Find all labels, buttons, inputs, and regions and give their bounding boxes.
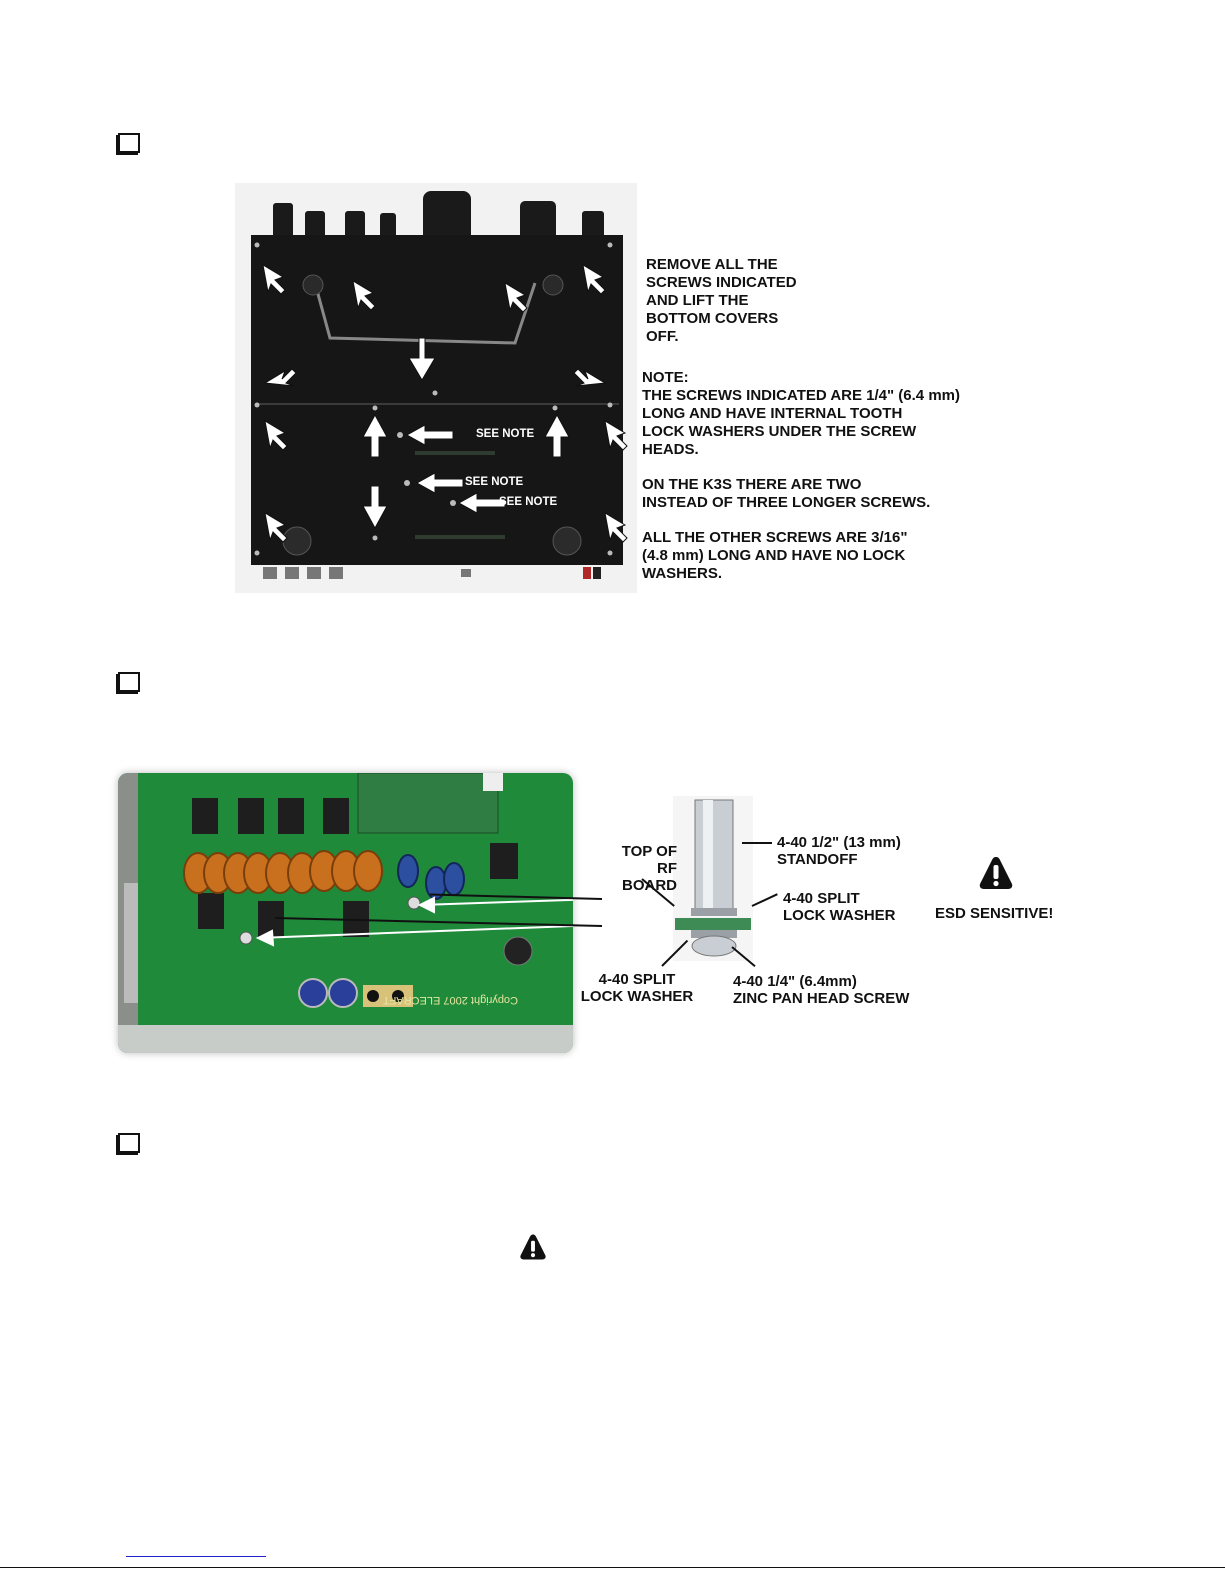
- split-lock-washer-top-label: 4-40 SPLIT LOCK WASHER: [783, 890, 896, 924]
- bottom-cover-illustration: [251, 191, 628, 579]
- step-1-checkbox[interactable]: [118, 133, 140, 153]
- note-title: NOTE:: [642, 369, 689, 386]
- see-note-label: SEE NOTE: [465, 476, 524, 488]
- other-screws-note: ALL THE OTHER SCREWS ARE 3/16" (4.8 mm) …: [642, 529, 908, 582]
- remove-screws-note: REMOVE ALL THE SCREWS INDICATED AND LIFT…: [646, 256, 797, 345]
- standoff-leader: [742, 842, 772, 844]
- standoff-illustration: [673, 796, 753, 961]
- warning-icon: [519, 1232, 547, 1262]
- footer-rule: [0, 1567, 1225, 1568]
- screw-length-note: THE SCREWS INDICATED ARE 1/4" (6.4 mm) L…: [642, 387, 960, 458]
- footer-link-underline[interactable]: [126, 1556, 266, 1557]
- standoff-drawing: [675, 799, 751, 957]
- washer-top-leader: [751, 893, 778, 907]
- see-note-label: SEE NOTE: [476, 428, 535, 440]
- top-of-rf-board-label: TOP OF RF BOARD: [621, 843, 677, 894]
- pan-head-screw-label: 4-40 1/4" (6.4mm) ZINC PAN HEAD SCREW: [733, 973, 910, 1007]
- see-note-label: SEE NOTE: [499, 496, 558, 508]
- esd-warning-icon: [978, 855, 1014, 891]
- esd-warning-label: ESD SENSITIVE!: [935, 905, 1054, 922]
- bottom-cover-photo: SEE NOTE SEE NOTE SEE NOTE: [235, 183, 637, 593]
- rf-board-illustration: Copyright 2007 ELECRAFT: [118, 773, 573, 1053]
- split-lock-washer-bottom-label: 4-40 SPLIT LOCK WASHER: [580, 971, 694, 1005]
- step-3-checkbox[interactable]: [118, 1133, 140, 1153]
- pcb-silkscreen: Copyright 2007 ELECRAFT: [383, 994, 518, 1006]
- rf-board-photo: Copyright 2007 ELECRAFT: [118, 773, 573, 1053]
- step-2-checkbox[interactable]: [118, 672, 140, 692]
- standoff-label: 4-40 1/2" (13 mm) STANDOFF: [777, 834, 901, 868]
- k3s-note: ON THE K3S THERE ARE TWO INSTEAD OF THRE…: [642, 476, 931, 511]
